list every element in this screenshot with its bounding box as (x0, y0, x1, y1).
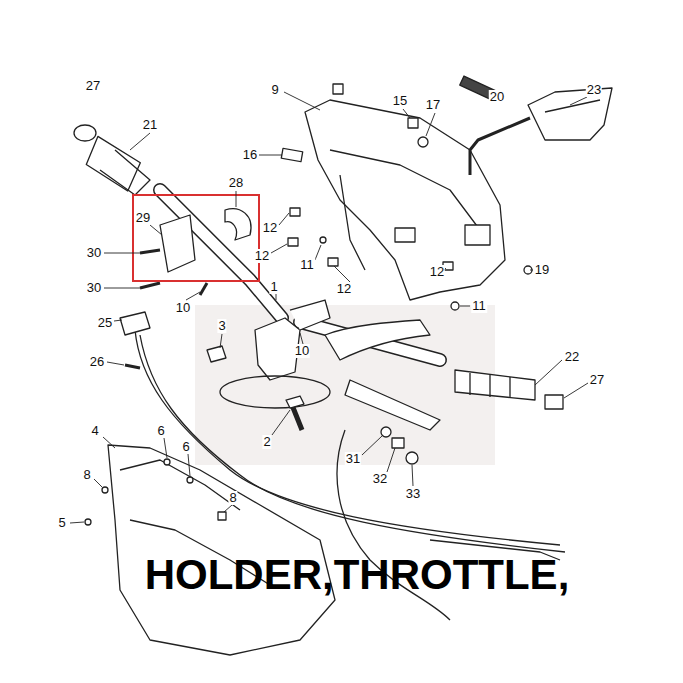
callout-number: 11 (471, 299, 487, 313)
callout-number: 12 (429, 265, 445, 279)
callout-number: 1 (269, 280, 278, 294)
callout-number: 21 (142, 118, 158, 132)
callout-number: 29 (135, 211, 151, 225)
callout-number: 3 (217, 319, 226, 333)
callout-number: 33 (405, 487, 421, 501)
callout-number: 15 (392, 94, 408, 108)
callout-number: 8 (82, 468, 91, 482)
callout-number: 27 (589, 373, 605, 387)
callout-number: 32 (372, 472, 388, 486)
callout-number: 2 (262, 435, 271, 449)
callout-number: 8 (228, 491, 237, 505)
callout-number: 27 (85, 79, 101, 93)
callout-number: 30 (86, 281, 102, 295)
callout-number: 20 (489, 90, 505, 104)
part-caption: HOLDER,THROTTLE, (145, 552, 570, 598)
callout-number: 4 (90, 424, 99, 438)
callout-number: 12 (254, 249, 270, 263)
callout-number: 16 (242, 148, 258, 162)
callout-number: 26 (89, 355, 105, 369)
callout-number: 11 (299, 258, 315, 272)
callout-number: 25 (97, 316, 113, 330)
callout-number: 22 (564, 350, 580, 364)
callout-number: 10 (175, 301, 191, 315)
callout-number: 23 (586, 83, 602, 97)
callout-number: 6 (156, 424, 165, 438)
callout-number: 5 (57, 516, 66, 530)
callout-number: 12 (262, 221, 278, 235)
callout-number: 9 (270, 83, 279, 97)
callout-number: 10 (294, 344, 310, 358)
callout-number: 12 (336, 282, 352, 296)
callout-number: 17 (425, 98, 441, 112)
callout-number: 6 (181, 440, 190, 454)
callout-number: 28 (228, 176, 244, 190)
callout-number: 30 (86, 246, 102, 260)
callout-number: 19 (534, 263, 550, 277)
callout-number: 31 (345, 452, 361, 466)
